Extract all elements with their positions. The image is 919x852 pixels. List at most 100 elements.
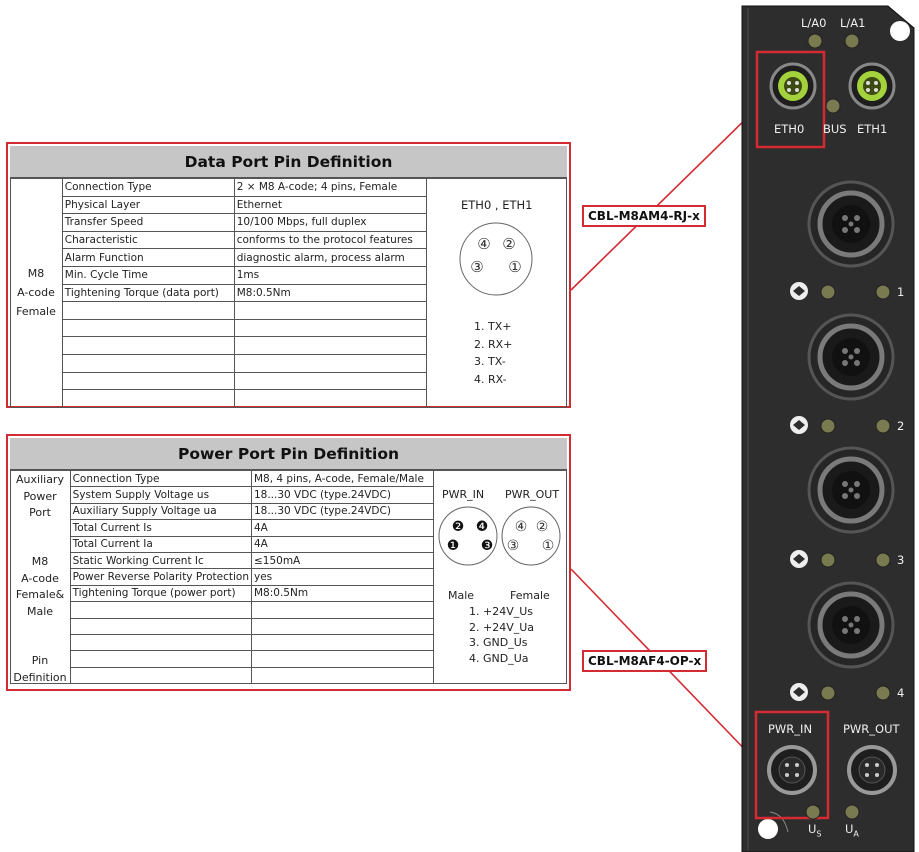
io-connector-4 [807, 581, 895, 669]
connector-outline [438, 506, 498, 566]
table-row: Static Working Current Ic≤150mA [11, 551, 567, 570]
pin-item: 2. +24V_Ua [469, 620, 535, 634]
channel-3-label: 3 [897, 553, 905, 567]
us-sub: S [816, 829, 822, 839]
param-name-cell: Connection Type [61, 178, 235, 197]
channel-2-label: 2 [897, 419, 905, 433]
us-letter: U [808, 822, 817, 836]
pin-number: ❹ [476, 519, 489, 535]
param-name-cell: Tightening Torque (power port) [69, 584, 252, 603]
data-cable-label: CBL-M8AM4-RJ-x [582, 205, 706, 227]
pin-number: ③ [507, 538, 520, 554]
param-value-cell: conforms to the protocol features [233, 230, 427, 250]
power-port-title: Power Port Pin Definition [10, 438, 567, 470]
pwr-out-label: PWR_OUT [843, 722, 900, 736]
io-connector-2 [807, 313, 895, 401]
pin-number: ① [542, 538, 555, 554]
pwr-in-diagram-label: PWR_IN [442, 488, 485, 501]
param-value-cell: diagnostic alarm, process alarm [233, 248, 427, 267]
param-name-cell: Auxiliary Supply Voltage ua [69, 502, 252, 521]
pinout-cell [425, 178, 568, 408]
eth0-connector [769, 62, 817, 110]
led-la0-label: L/A0 [801, 16, 827, 30]
data-port-label: ETH0 , ETH1 [461, 198, 533, 212]
pwr-in-connector [767, 745, 817, 795]
pin-number: ② [536, 519, 549, 535]
power-pin-list: 1. +24V_Us 2. +24V_Ua 3. GND_Us 4. GND_U… [469, 604, 534, 666]
param-value-cell: ≤150mA [250, 551, 434, 570]
pwr-in-highlight [754, 710, 830, 820]
table-row [11, 666, 567, 685]
channel-4-leds [790, 683, 891, 701]
ua-sub: A [853, 829, 859, 839]
side-label-line: Pin [31, 654, 49, 667]
pin-item: 1. TX+ [474, 320, 512, 333]
mounting-hole [758, 819, 778, 839]
param-name-cell: Connection Type [69, 469, 252, 488]
led-ua [844, 804, 860, 820]
pin-number: ④ [477, 235, 490, 253]
channel-3-leds [790, 550, 891, 568]
led-la1 [844, 33, 860, 49]
led-la1-label: L/A1 [840, 16, 866, 30]
side-label-line: A-code [17, 286, 55, 299]
pin-number: ④ [515, 519, 528, 535]
table-row [11, 389, 567, 408]
io-connector-1 [807, 180, 895, 268]
led-bus [825, 98, 841, 114]
side-label-line: Male [26, 604, 54, 618]
param-name-cell [69, 666, 252, 685]
table-row [11, 650, 567, 668]
pin-number: ❶ [447, 538, 460, 554]
side-label-line: Port [29, 506, 51, 519]
pin-number: ③ [470, 258, 483, 276]
data-pin-list: 1. TX+ 2. RX+ 3. TX- 4. RX- [474, 318, 512, 388]
param-value-cell: 10/100 Mbps, full duplex [233, 213, 427, 232]
ua-letter: U [845, 822, 854, 836]
side-label-line: M8 [27, 267, 45, 280]
side-label-line: Definition [13, 670, 67, 684]
table-row: Tightening Torque (data port)M8:0.5Nm [11, 283, 567, 303]
eth1-connector [848, 62, 896, 110]
eth0-label: ETH0 [774, 122, 805, 136]
table-row [11, 617, 567, 635]
bus-label: BUS [823, 122, 847, 136]
male-label: Male [448, 589, 475, 602]
pin-number: ❸ [481, 538, 494, 554]
female-label: Female [510, 589, 550, 602]
us-label: US [808, 822, 822, 838]
pin-number: ❷ [452, 519, 465, 535]
table-row [11, 353, 567, 373]
param-value-cell: 2 × M8 A-code; 4 pins, Female [233, 178, 427, 197]
pwr-out-diagram-label: PWR_OUT [505, 488, 560, 501]
param-value-cell [250, 666, 434, 685]
data-side-label: M8 A-code Female [10, 264, 62, 321]
connector-outline [501, 506, 561, 566]
pin-item: 1. +24V_Us [469, 605, 534, 618]
device-module [741, 5, 915, 852]
pin-item: 4. RX- [474, 372, 507, 386]
pin-item: 3. TX- [474, 355, 506, 368]
pinout-cell [432, 469, 568, 685]
led-us [805, 804, 821, 820]
pin-item: 3. GND_Us [469, 636, 528, 649]
pin-item: 4. GND_Ua [469, 651, 529, 665]
power-side-label-bot: Pin Definition [10, 653, 70, 686]
table-row [11, 318, 567, 338]
pwr-in-label: PWR_IN [768, 722, 813, 736]
io-connector-3 [807, 446, 895, 534]
channel-2-leds [790, 416, 891, 434]
param-name-cell: Physical Layer [61, 195, 235, 215]
data-port-title: Data Port Pin Definition [10, 146, 567, 178]
eth1-label: ETH1 [857, 122, 888, 136]
pwr-in-pinout: ❷ ❹ ❶ ❸ [438, 506, 498, 566]
data-port-pinout: ④ ② ③ ① [459, 222, 533, 296]
side-label-line: M8 [31, 555, 49, 568]
param-value-cell [233, 389, 427, 408]
channel-4-label: 4 [897, 686, 905, 700]
